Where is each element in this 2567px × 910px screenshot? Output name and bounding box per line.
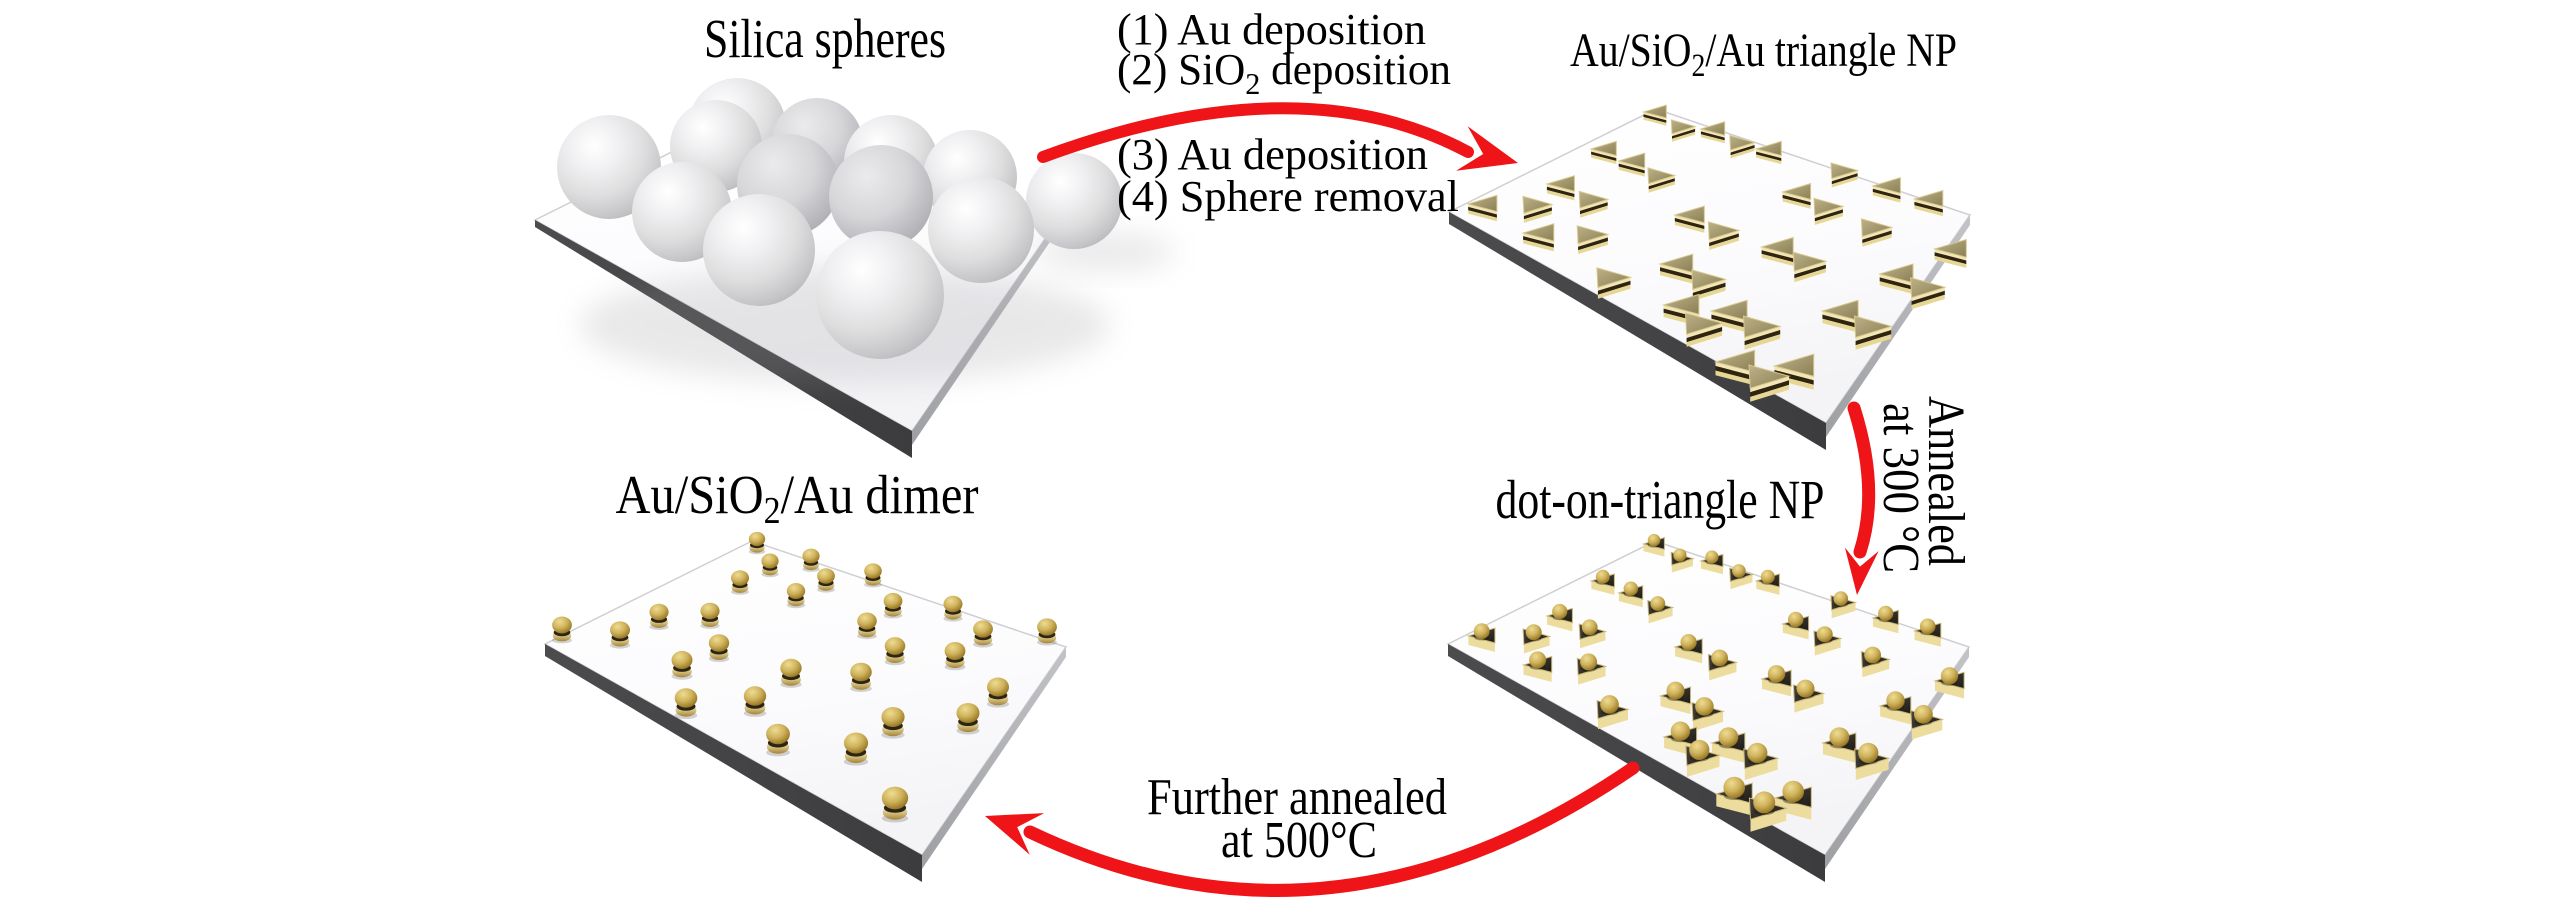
svg-text:dot-on-triangle NP: dot-on-triangle NP — [1496, 469, 1825, 530]
svg-text:(1) Au deposition: (1) Au deposition — [1117, 5, 1426, 54]
svg-text:at 500°C: at 500°C — [1221, 812, 1377, 869]
svg-text:Annealed: Annealed — [1917, 396, 1974, 566]
svg-text:Au/SiO2​/Au dimer: Au/SiO2​/Au dimer — [616, 464, 979, 532]
svg-text:Further annealed: Further annealed — [1147, 769, 1447, 826]
svg-text:at 300 °C: at 300 °C — [1872, 403, 1929, 573]
svg-text:Au/SiO2​/Au triangle NP: Au/SiO2​/Au triangle NP — [1570, 25, 1957, 84]
svg-text:(3) Au deposition: (3) Au deposition — [1117, 130, 1428, 179]
svg-text:(2) SiO2​ deposition: (2) SiO2​ deposition — [1117, 45, 1451, 101]
svg-text:Silica spheres: Silica spheres — [704, 8, 946, 69]
svg-text:(4) Sphere removal: (4) Sphere removal — [1117, 172, 1459, 221]
